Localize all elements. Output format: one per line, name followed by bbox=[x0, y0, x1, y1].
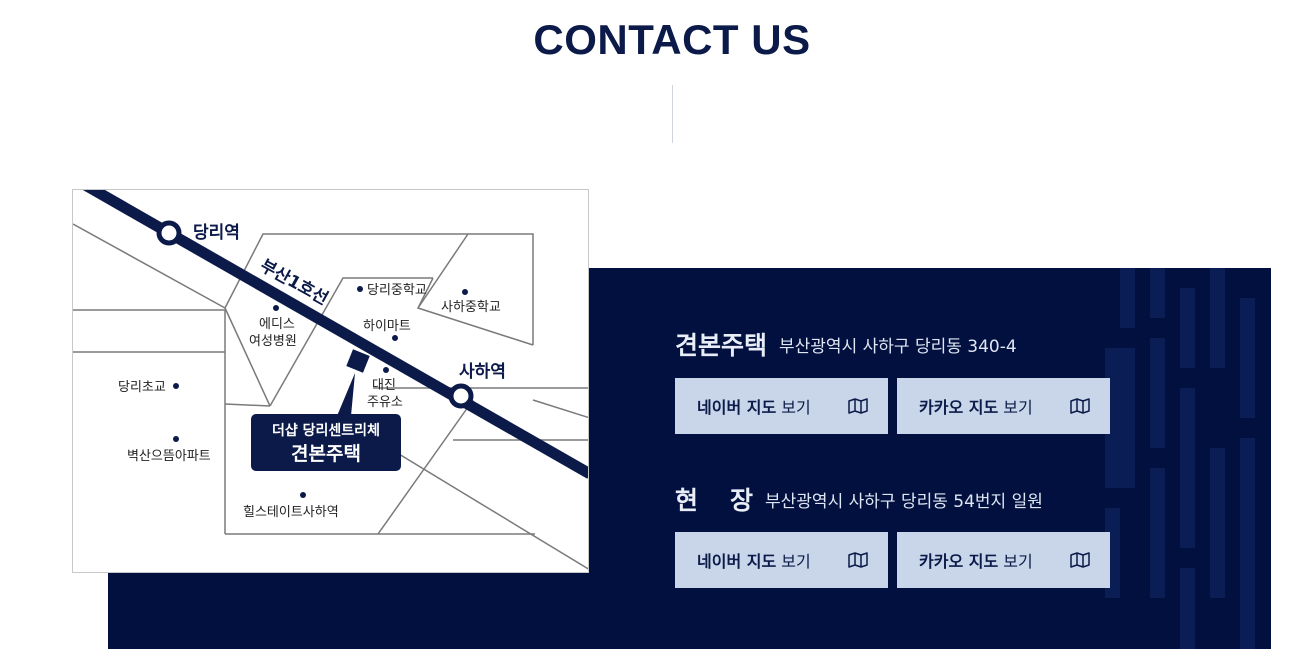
callout-line1: 더샵 당리센트리체 bbox=[272, 422, 380, 439]
landmark-dangri-middle: 당리중학교 bbox=[367, 283, 427, 298]
page-title: CONTACT US bbox=[533, 16, 811, 63]
site-name: 현장 bbox=[675, 486, 786, 515]
map-icon bbox=[848, 398, 868, 414]
station-dangri: 당리역 bbox=[193, 223, 240, 243]
model-house-kakao-map-button[interactable]: 카카오 지도 보기 bbox=[897, 378, 1110, 434]
site-kakao-map-button[interactable]: 카카오 지도 보기 bbox=[897, 532, 1110, 588]
map-icon bbox=[1070, 398, 1090, 414]
map-icon bbox=[1070, 552, 1090, 568]
map-icon bbox=[848, 552, 868, 568]
model-house-callout bbox=[251, 414, 401, 471]
model-house-row: 견본주택 부산광역시 사하구 당리동 340-4 bbox=[675, 326, 1017, 362]
landmark-hospital: 여성병원 bbox=[249, 334, 297, 349]
site-address: 부산광역시 사하구 당리동 54번지 일원 bbox=[765, 491, 1043, 512]
landmark-gas-station: 주유소 bbox=[367, 395, 403, 410]
landmark-hillstate: 힐스테이트사하역 bbox=[243, 505, 339, 520]
site-naver-map-button[interactable]: 네이버 지도 보기 bbox=[675, 532, 888, 588]
landmark-byeoksan-apt: 벽산으뜸아파트 bbox=[127, 449, 211, 464]
landmark-himart: 하이마트 bbox=[363, 319, 411, 334]
location-map: 당리역 사하역 부산1호선 당리중학교 사하중학교 에디스 여성병원 하이마트 … bbox=[72, 189, 589, 573]
landmark-daejin: 대진 bbox=[372, 378, 396, 393]
landmark-saha-middle: 사하중학교 bbox=[441, 300, 501, 315]
site-row: 현장부산광역시 사하구 당리동 54번지 일원 bbox=[675, 481, 1043, 517]
title-divider bbox=[672, 85, 673, 143]
callout-line2: 견본주택 bbox=[291, 443, 361, 465]
model-house-name: 견본주택 bbox=[675, 331, 768, 360]
landmark-edis: 에디스 bbox=[259, 317, 295, 332]
station-saha: 사하역 bbox=[459, 362, 506, 382]
landmark-dangri-elementary: 당리초교 bbox=[118, 380, 166, 395]
model-house-naver-map-button[interactable]: 네이버 지도 보기 bbox=[675, 378, 888, 434]
decorative-pattern bbox=[1100, 268, 1271, 649]
model-house-marker bbox=[346, 349, 370, 373]
model-house-address: 부산광역시 사하구 당리동 340-4 bbox=[779, 336, 1017, 357]
